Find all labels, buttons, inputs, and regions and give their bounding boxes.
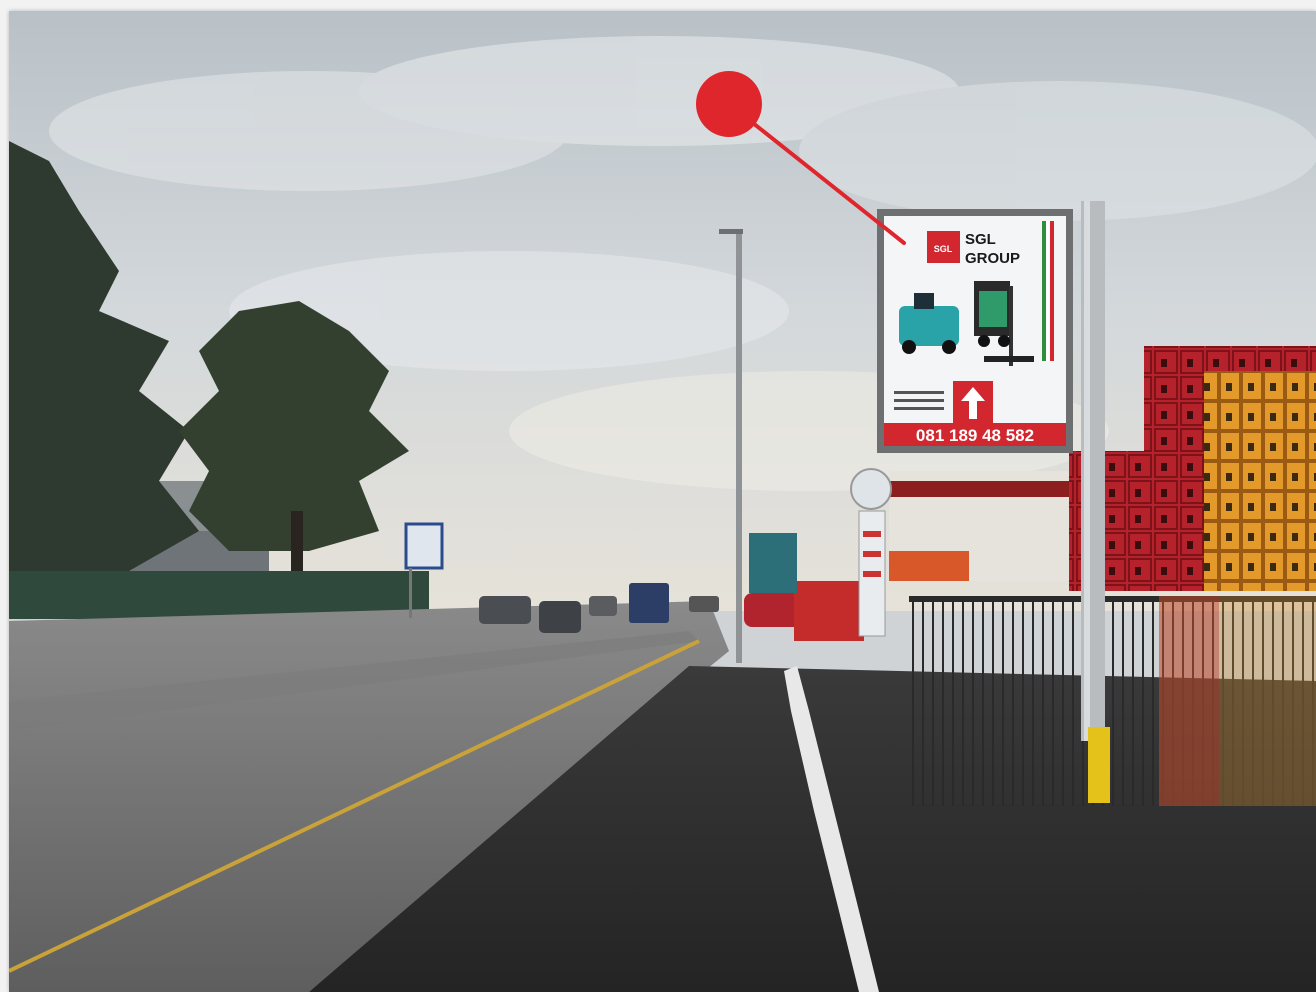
up-arrow-icon — [953, 381, 993, 423]
street-photo: SGL SGL GROUP — [9, 11, 1316, 992]
photo-scene: SGL SGL GROUP — [9, 11, 1316, 992]
billboard-phone: 081 189 48 582 — [916, 426, 1034, 445]
billboard: SGL SGL GROUP — [877, 209, 1073, 453]
location-marker — [696, 71, 906, 245]
road-line — [9, 639, 700, 973]
sweeper-image — [899, 293, 959, 354]
forklift-image — [974, 281, 1034, 366]
curb — [784, 666, 879, 992]
billboard-logo-text: SGL — [934, 244, 953, 254]
trees — [9, 141, 409, 591]
billboard-brand-line1: SGL — [965, 231, 996, 248]
billboard-brand-line2: GROUP — [965, 250, 1020, 267]
traffic-sign — [404, 522, 444, 570]
clouds — [49, 36, 1316, 491]
orange-crates — [1204, 371, 1316, 591]
billboard-logo — [927, 231, 960, 263]
totem-sign — [850, 468, 892, 637]
metal-fence — [909, 596, 1316, 806]
pole-base — [1088, 727, 1110, 803]
street-lamp — [719, 229, 743, 663]
phone-strip — [884, 423, 1066, 446]
billboard-pole — [1081, 201, 1110, 803]
